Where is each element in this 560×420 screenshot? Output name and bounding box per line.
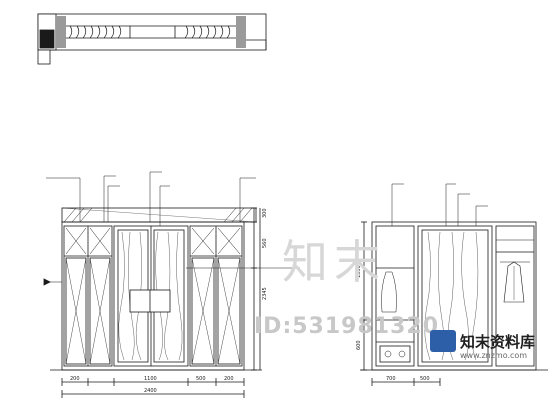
dim-left-1: 600	[356, 340, 362, 350]
brand-url: www.znzmo.com	[460, 351, 528, 360]
plan-view	[37, 13, 267, 65]
dim-total: 2400	[144, 388, 157, 394]
watermark-main: 知末	[282, 235, 386, 289]
dim-right-2: 560	[262, 238, 268, 248]
elevation-right	[360, 183, 548, 386]
brand-badge[interactable]: 知末资料库 www.znzmo.com	[430, 330, 558, 364]
elevation-left	[43, 171, 300, 398]
brand-name: 知末资料库	[460, 333, 536, 351]
dim-bottom-3: 500	[196, 376, 206, 382]
dim-right-1: 300	[262, 208, 268, 218]
watermark-id: ID:531981320	[254, 314, 440, 339]
dim-bottom-1: 200	[70, 376, 80, 382]
dim-bottom-r2: 500	[420, 376, 430, 382]
brand-logo-icon	[430, 330, 456, 352]
dim-right-3: 2345	[262, 287, 268, 300]
dim-bottom-4: 200	[224, 376, 234, 382]
dim-bottom-2: 1100	[144, 376, 157, 382]
dim-bottom-r1: 700	[386, 376, 396, 382]
dim-left-2: 1350	[356, 265, 362, 278]
